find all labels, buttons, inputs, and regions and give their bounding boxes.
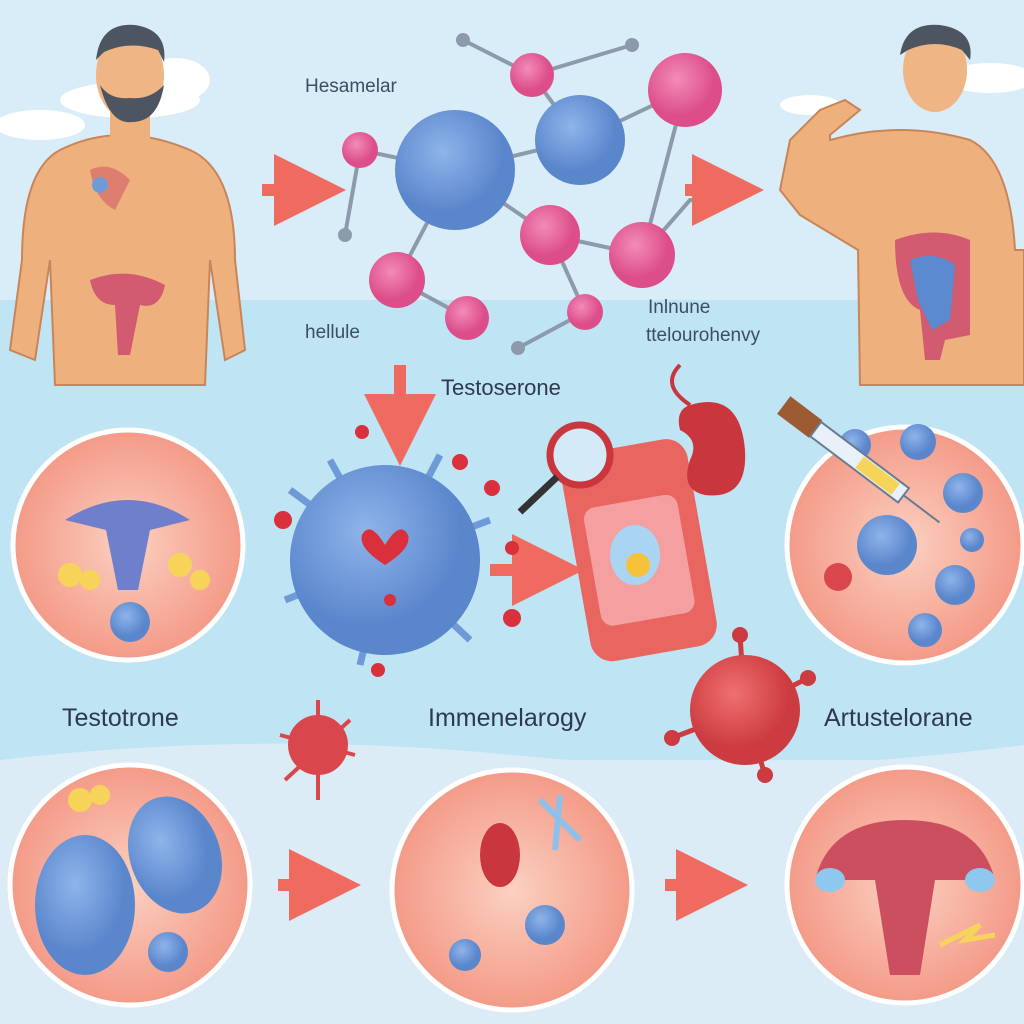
label-molecule: Hesamelar — [305, 76, 397, 97]
circle-uterus-bottom-right — [784, 764, 1024, 1006]
kidney — [678, 402, 746, 496]
syringe-icon — [777, 396, 941, 524]
heart-icon — [361, 529, 409, 565]
blue-spheres — [395, 95, 625, 230]
red-virus-small — [279, 700, 356, 800]
label-hellule: hellule — [305, 322, 360, 343]
label-right-line1: Inlnune — [648, 297, 711, 318]
central-blue-cell — [274, 425, 521, 677]
red-virus-large — [664, 627, 816, 783]
label-right-line2: ttelourohenvy — [646, 325, 761, 346]
magnifier-icon — [546, 421, 614, 489]
medicine-bottle — [517, 421, 717, 662]
label-bottom-left: Testotrone — [62, 704, 179, 732]
circle-cells-bottom-left — [7, 762, 253, 1008]
circle-tissue-bottom-middle — [389, 767, 635, 1013]
label-bottom-right: Artustelorane — [824, 704, 973, 732]
label-center: Testoserone — [441, 375, 561, 400]
arrows — [262, 154, 764, 921]
man-left — [8, 24, 247, 386]
pink-spheres — [342, 53, 722, 340]
man-right — [778, 24, 1024, 386]
circle-cells-right — [784, 424, 1024, 666]
circle-reproductive-left — [10, 427, 246, 663]
label-bottom-middle: Immenelarogy — [428, 704, 587, 732]
